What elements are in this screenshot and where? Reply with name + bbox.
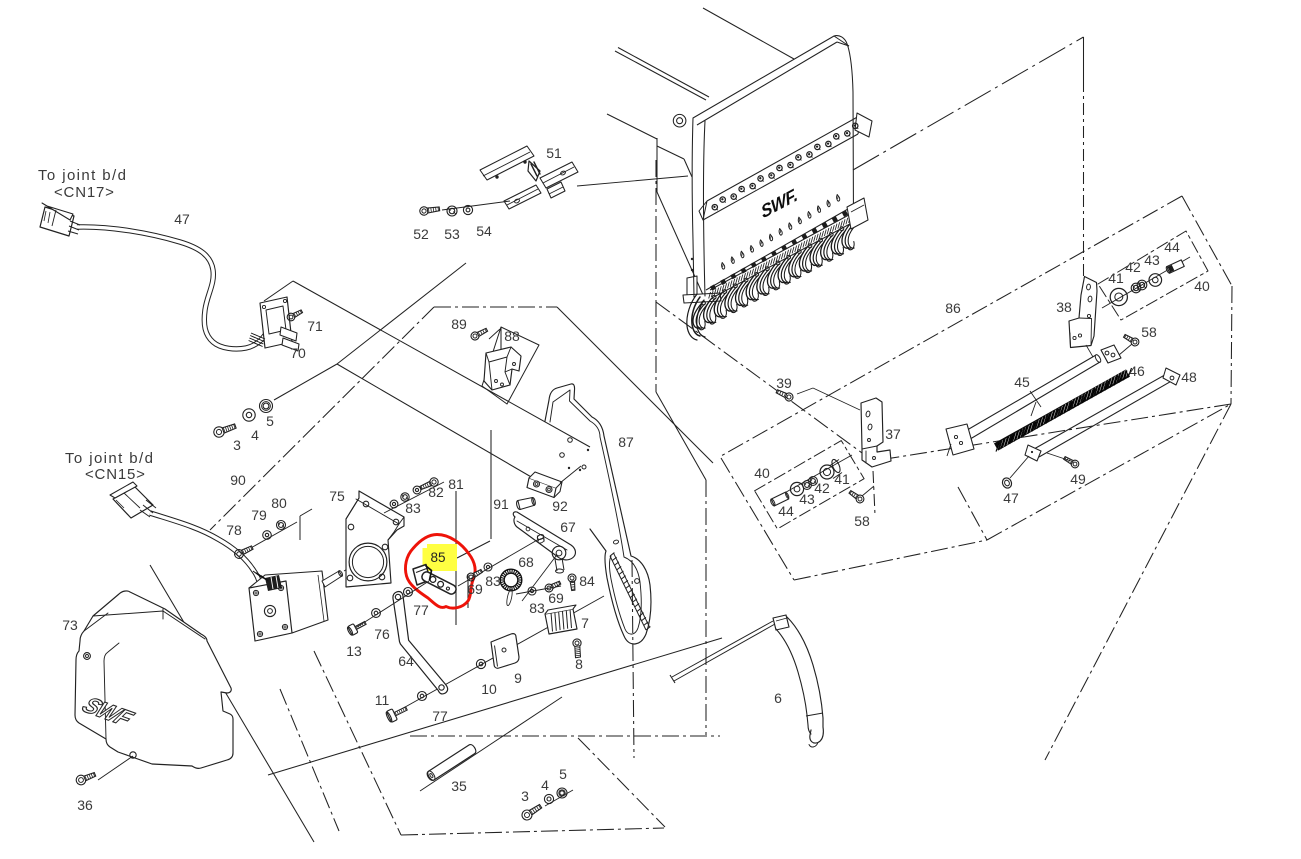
svg-text:69: 69 [467,581,483,597]
svg-text:73: 73 [62,617,78,633]
svg-text:53: 53 [444,226,460,242]
svg-text:82: 82 [428,484,444,500]
svg-text:52: 52 [413,226,429,242]
svg-text:92: 92 [552,498,568,514]
svg-text:70: 70 [290,345,306,361]
svg-text:37: 37 [885,426,901,442]
svg-text:90: 90 [230,472,246,488]
svg-text:58: 58 [1141,324,1157,340]
svg-text:46: 46 [1129,363,1145,379]
svg-text:76: 76 [374,626,390,642]
svg-text:38: 38 [1056,299,1072,315]
svg-text:48: 48 [1181,369,1197,385]
svg-text:86: 86 [945,300,961,316]
svg-text:9: 9 [514,670,522,686]
svg-text:7: 7 [581,615,589,631]
svg-text:43: 43 [1144,252,1160,268]
svg-text:43: 43 [799,491,815,507]
svg-text:81: 81 [448,476,464,492]
svg-text:5: 5 [266,413,274,429]
svg-text:47: 47 [1003,490,1019,506]
svg-text:85: 85 [430,550,445,565]
svg-text:8: 8 [575,656,583,672]
svg-text:83: 83 [529,600,545,616]
svg-text:41: 41 [834,471,850,487]
svg-text:44: 44 [778,503,794,519]
svg-text:To joint b/d: To joint b/d [65,450,154,467]
svg-text:88: 88 [504,328,520,344]
svg-text:10: 10 [481,681,497,697]
svg-text:3: 3 [521,788,529,804]
svg-text:67: 67 [560,519,576,535]
svg-text:71: 71 [307,318,323,334]
svg-text:79: 79 [251,507,267,523]
svg-text:51: 51 [546,145,562,161]
svg-text:13: 13 [346,643,362,659]
svg-text:44: 44 [1164,239,1180,255]
svg-text:5: 5 [559,766,567,782]
svg-text:42: 42 [1125,259,1141,275]
svg-text:39: 39 [776,375,792,391]
svg-text:<CN15>: <CN15> [85,466,146,483]
svg-text:69: 69 [548,590,564,606]
svg-text:49: 49 [1070,471,1086,487]
svg-text:77: 77 [432,708,448,724]
svg-text:41: 41 [1108,270,1124,286]
svg-text:35: 35 [451,778,467,794]
svg-text:To joint b/d: To joint b/d [38,167,127,184]
svg-text:68: 68 [518,554,534,570]
svg-text:4: 4 [541,777,549,793]
svg-text:89: 89 [451,316,467,332]
svg-text:45: 45 [1014,374,1030,390]
svg-text:<CN17>: <CN17> [54,184,115,201]
svg-text:78: 78 [226,522,242,538]
svg-text:40: 40 [754,465,770,481]
svg-text:36: 36 [77,797,93,813]
svg-text:3: 3 [233,437,241,453]
svg-text:54: 54 [476,223,492,239]
svg-text:64: 64 [398,653,414,669]
svg-text:47: 47 [174,211,190,227]
svg-text:42: 42 [814,480,830,496]
svg-text:11: 11 [375,692,390,708]
svg-text:87: 87 [618,434,634,450]
svg-text:83: 83 [485,573,501,589]
svg-text:75: 75 [329,488,345,504]
svg-text:91: 91 [493,496,509,512]
svg-text:4: 4 [251,427,259,443]
svg-text:6: 6 [774,690,782,706]
svg-text:84: 84 [579,573,595,589]
svg-text:83: 83 [405,500,421,516]
svg-text:40: 40 [1194,278,1210,294]
svg-text:80: 80 [271,495,287,511]
svg-text:58: 58 [854,513,870,529]
svg-text:77: 77 [413,602,429,618]
